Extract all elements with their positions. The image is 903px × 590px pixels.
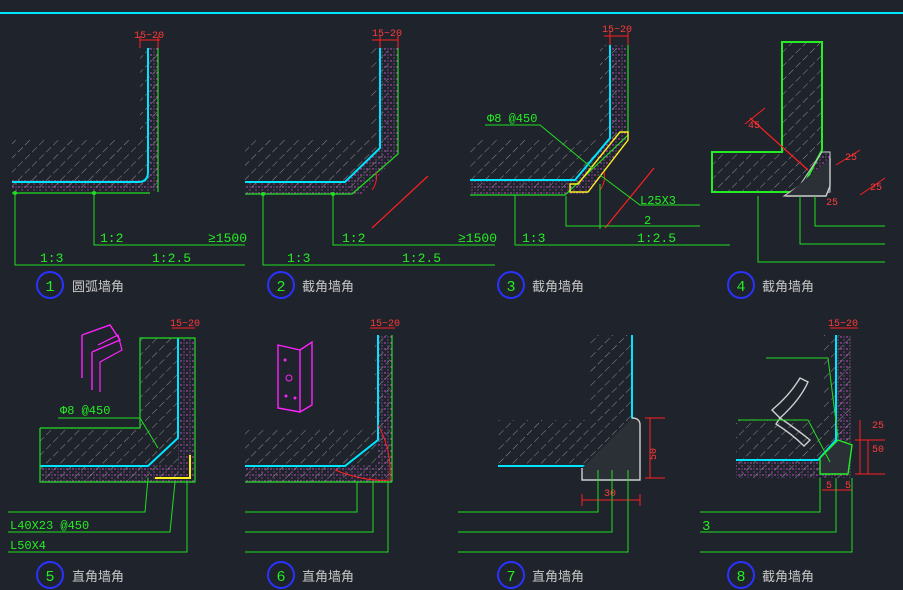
label-mix-2: 1:3 [287, 251, 310, 266]
rebar-label: Φ8 @450 [487, 112, 537, 126]
angle-label-2: L50X4 [10, 539, 46, 553]
angle-steel [569, 131, 629, 193]
detail-caption: 截角墙角 [302, 280, 354, 295]
detail-number: 2 [276, 279, 285, 296]
finish-line [470, 45, 611, 181]
label-3: 3 [702, 519, 710, 535]
dim-25: 25 [872, 421, 884, 432]
dim-50: 50 [872, 445, 884, 456]
top-dimension: 15~20 [134, 31, 164, 42]
corner-guard [581, 417, 641, 481]
wall-outline [711, 41, 823, 193]
detail-number: 3 [506, 279, 515, 296]
detail-number: 8 [736, 569, 745, 586]
detail-caption: 直角墙角 [302, 570, 354, 585]
finish-line [736, 335, 837, 461]
label-length: ≥1500 [208, 231, 247, 246]
bracket-sketch [81, 324, 122, 353]
detail-5: 15~20 Φ8 @450 L40X23 @450 L50X4 5 直角墙角 [8, 319, 200, 589]
plaster-layer [245, 48, 398, 195]
wall-hatch [245, 48, 388, 190]
detail-1: 15~20 1:2 ≥1500 1:3 1:2.5 1 圆弧墙角 [12, 31, 247, 299]
detail-2: 15~20 1:2 ≥1500 1:3 1:2.5 2 截角墙角 [245, 29, 497, 299]
svg-text:5: 5 [845, 481, 851, 492]
label-length: ≥1500 [458, 231, 497, 246]
top-dimension: 15~20 [372, 29, 402, 40]
detail-caption: 直角墙角 [72, 570, 124, 585]
detail-number-circle [36, 271, 64, 299]
detail-caption: 截角墙角 [762, 280, 814, 295]
svg-text:25: 25 [845, 153, 857, 164]
finish-line [245, 48, 381, 183]
detail-number: 7 [506, 569, 515, 586]
detail-caption: 圆弧墙角 [72, 280, 124, 295]
label-mix-3: 1:2.5 [152, 251, 191, 266]
angle-steel [155, 455, 191, 479]
svg-text:25: 25 [870, 183, 882, 194]
bracket-sketch [277, 344, 301, 413]
detail-3: 15~20 Φ8 @450 L25X3 2 1:3 1:2.5 3 截角墙角 [470, 25, 730, 299]
detail-6: 15~20 6 直角墙角 [245, 319, 400, 589]
label-mix-3: 1:2.5 [402, 251, 441, 266]
detail-7: 50 30 7 直角墙角 [458, 335, 665, 589]
detail-8: 15~20 25 50 5 5 3 8 截角墙角 [700, 319, 885, 589]
finish-line [40, 338, 179, 467]
corner-guard [819, 439, 853, 475]
label-mix-1: 1:2 [342, 231, 365, 246]
detail-4: 45 25 25 25 4 截角墙角 [711, 41, 886, 299]
svg-text:25: 25 [826, 198, 838, 209]
detail-number: 6 [276, 569, 285, 586]
detail-number: 5 [45, 569, 54, 586]
dim-50: 50 [649, 448, 660, 460]
angle-label: L25X3 [640, 194, 676, 208]
finish-line [245, 335, 379, 467]
top-dimension: 15~20 [602, 25, 632, 36]
wall-hatch [12, 48, 158, 190]
rebar-label: Φ8 @450 [60, 404, 110, 418]
detail-caption: 截角墙角 [532, 280, 584, 295]
angle-label-1: L40X23 @450 [10, 519, 89, 533]
top-dimension: 15~20 [170, 319, 200, 330]
detail-caption: 截角墙角 [762, 570, 814, 585]
detail-number: 1 [45, 279, 54, 296]
detail-caption: 直角墙角 [532, 570, 584, 585]
label-mix-1: 1:2 [100, 231, 123, 246]
detail-number: 4 [736, 279, 745, 296]
guard-sketch [770, 377, 809, 419]
svg-text:1:2.5: 1:2.5 [637, 231, 676, 246]
top-dimension: 15~20 [828, 319, 858, 330]
label-2: 2 [644, 214, 651, 228]
chamfer-dimension [371, 175, 429, 229]
label-mix-2: 1:3 [40, 251, 63, 266]
dim-45: 45 [748, 121, 760, 132]
finish-line [12, 48, 149, 183]
svg-text:1:3: 1:3 [522, 231, 545, 246]
top-dimension: 15~20 [370, 319, 400, 330]
dim-30: 30 [604, 489, 616, 500]
svg-text:5: 5 [826, 481, 832, 492]
